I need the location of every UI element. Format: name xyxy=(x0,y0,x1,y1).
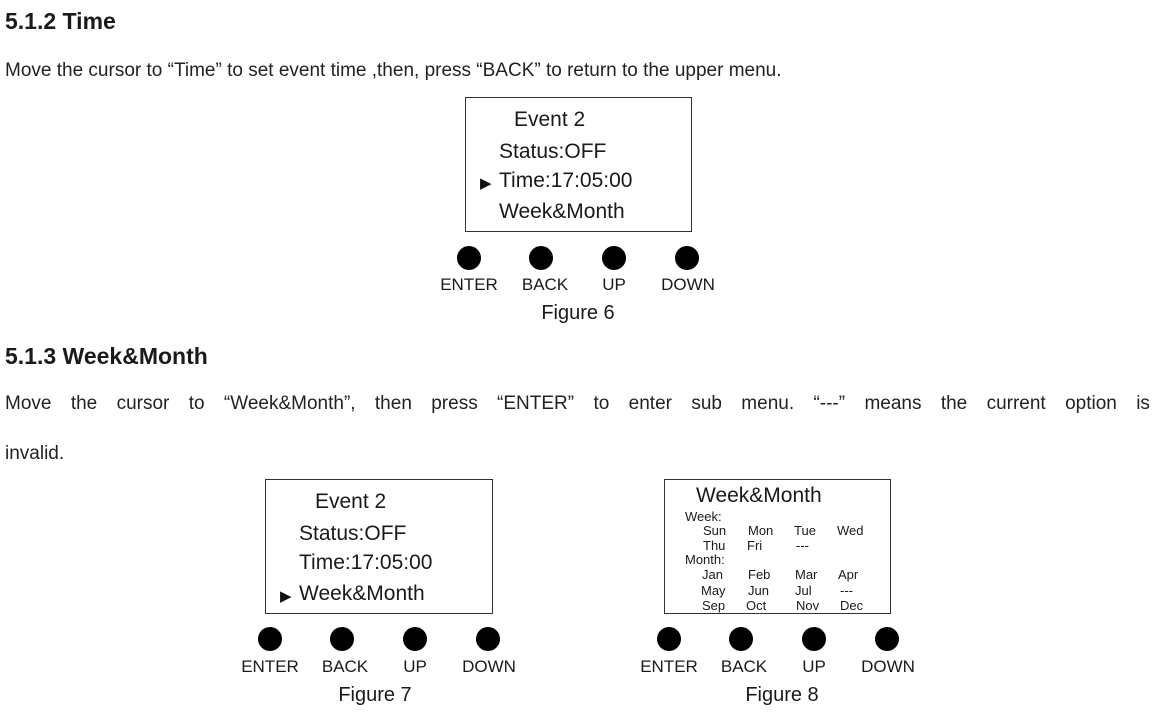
up-button-dot[interactable] xyxy=(802,627,826,651)
word: enter xyxy=(628,393,672,414)
enter-button-dot[interactable] xyxy=(457,246,481,270)
week-day-option[interactable]: Sun xyxy=(703,523,727,538)
figure-8-caption: Figure 8 xyxy=(745,684,819,706)
word: “Week&Month”, xyxy=(223,393,356,414)
enter-button-label: ENTER xyxy=(640,657,698,676)
enter-button-dot[interactable] xyxy=(258,627,282,651)
up-button-dot[interactable] xyxy=(602,246,626,270)
up-button-label: UP xyxy=(802,657,826,676)
up-button-dot[interactable] xyxy=(403,627,427,651)
lcd-line-week-month: Week&Month xyxy=(499,200,625,223)
month-option-invalid[interactable]: --- xyxy=(840,583,853,598)
back-button-dot[interactable] xyxy=(330,627,354,651)
lcd-line-status: Status:OFF xyxy=(299,522,407,545)
week-month-instruction-line-1: Move the cursor to “Week&Month”, then pr… xyxy=(5,393,1150,415)
word: current xyxy=(986,393,1046,414)
up-button-label: UP xyxy=(403,657,427,676)
week-label: Week: xyxy=(685,509,722,524)
word: to xyxy=(593,393,610,414)
word: the xyxy=(70,393,98,414)
lcd-line-time: Time:17:05:00 xyxy=(299,551,433,574)
back-button-label: BACK xyxy=(321,657,369,676)
word: then xyxy=(374,393,412,414)
week-day-option[interactable]: Tue xyxy=(794,523,816,538)
lcd-screen-figure-6: Event 2 Status:OFF ▶ Time:17:05:00 Week&… xyxy=(465,97,692,232)
figure-6-caption: Figure 6 xyxy=(541,302,615,324)
week-day-option[interactable]: Wed xyxy=(837,523,864,538)
down-button-label: DOWN xyxy=(861,657,915,676)
section-heading-week-month: 5.1.3 Week&Month xyxy=(5,343,208,369)
figure-7-caption: Figure 7 xyxy=(338,684,412,706)
up-button-label: UP xyxy=(602,275,626,294)
week-month-title: Week&Month xyxy=(696,484,822,507)
month-option[interactable]: Oct xyxy=(746,598,767,613)
section-heading-time: 5.1.2 Time xyxy=(5,8,116,34)
week-day-option[interactable]: Thu xyxy=(703,538,726,553)
month-option[interactable]: Dec xyxy=(840,598,864,613)
word: is xyxy=(1136,393,1150,414)
lcd-screen-figure-8: Week&Month Week: Sun Mon Tue Wed Thu Fri… xyxy=(664,479,891,614)
word: means xyxy=(864,393,922,414)
down-button-dot[interactable] xyxy=(476,627,500,651)
word: press xyxy=(431,393,478,414)
month-option[interactable]: Apr xyxy=(838,567,859,582)
enter-button-dot[interactable] xyxy=(657,627,681,651)
down-button-label: DOWN xyxy=(661,275,715,294)
back-button-dot[interactable] xyxy=(729,627,753,651)
word: Move xyxy=(5,393,52,414)
week-month-instruction-line-2: invalid. xyxy=(5,443,65,464)
enter-button-label: ENTER xyxy=(241,657,299,676)
enter-button-label: ENTER xyxy=(440,275,498,294)
month-option[interactable]: Nov xyxy=(796,598,820,613)
word: the xyxy=(940,393,968,414)
month-label: Month: xyxy=(685,552,725,567)
lcd-line-status: Status:OFF xyxy=(499,140,607,163)
back-button-label: BACK xyxy=(720,657,768,676)
month-option[interactable]: Jan xyxy=(702,567,723,582)
time-instruction-paragraph: Move the cursor to “Time” to set event t… xyxy=(5,60,782,81)
word: menu. xyxy=(741,393,795,414)
word: sub xyxy=(691,393,722,414)
month-option[interactable]: Mar xyxy=(795,567,818,582)
down-button-label: DOWN xyxy=(462,657,516,676)
month-option[interactable]: Jun xyxy=(748,583,769,598)
lcd-line-event: Event 2 xyxy=(315,490,387,513)
week-day-option[interactable]: Mon xyxy=(748,523,774,538)
word: to xyxy=(188,393,205,414)
word: option xyxy=(1065,393,1117,414)
lcd-line-time: Time:17:05:00 xyxy=(499,169,633,192)
down-button-dot[interactable] xyxy=(875,627,899,651)
cursor-arrow-icon: ▶ xyxy=(280,588,292,605)
lcd-line-event: Event 2 xyxy=(514,108,586,131)
lcd-line-week-month: Week&Month xyxy=(299,582,425,605)
month-option[interactable]: May xyxy=(701,583,726,598)
week-day-option[interactable]: Fri xyxy=(747,538,763,553)
cursor-arrow-icon: ▶ xyxy=(480,175,492,192)
month-option[interactable]: Feb xyxy=(748,567,771,582)
word: “ENTER” xyxy=(497,393,575,414)
word: “---” xyxy=(813,393,846,414)
lcd-screen-figure-7: Event 2 Status:OFF Time:17:05:00 ▶ Week&… xyxy=(265,479,493,614)
down-button-dot[interactable] xyxy=(675,246,699,270)
week-day-option-invalid[interactable]: --- xyxy=(796,538,809,553)
word: cursor xyxy=(116,393,170,414)
month-option[interactable]: Jul xyxy=(795,583,812,598)
back-button-label: BACK xyxy=(521,275,569,294)
month-option[interactable]: Sep xyxy=(702,598,726,613)
back-button-dot[interactable] xyxy=(529,246,553,270)
